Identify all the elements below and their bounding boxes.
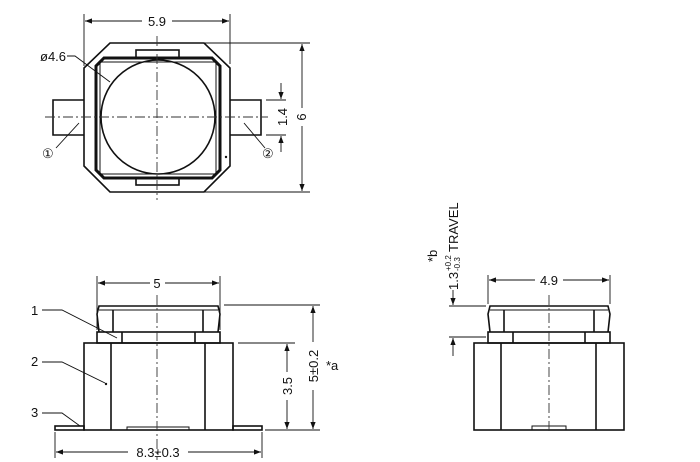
- travel-tol-minus: -0.3: [453, 257, 462, 271]
- dim-body-height: 3.5: [280, 377, 295, 395]
- terminal-2-label: ②: [262, 146, 274, 161]
- travel-dimension: 1.3 +0.2 -0.3 TRAVEL: [444, 202, 462, 290]
- front-view: 5 8.3±0.3 3.5 5±0.2 *a 1 2 3: [31, 276, 339, 460]
- dim-width-5-9: 5.9: [148, 14, 166, 29]
- travel-label: TRAVEL: [446, 202, 461, 252]
- terminal-1-label: ①: [42, 146, 54, 161]
- housing-body: [83, 342, 234, 431]
- note-a: *a: [326, 358, 339, 373]
- part-label-1: 1: [31, 303, 38, 318]
- top-view: 5.9 6 1.4 ø4.6 ① ②: [40, 14, 310, 200]
- inner-frame: [94, 56, 222, 180]
- side-view: 4.9 1.3 +0.2 -0.3 TRAVEL *b: [425, 202, 625, 432]
- dim-height-6: 6: [294, 113, 309, 120]
- top-tab: [135, 49, 180, 59]
- part-label-3: 3: [31, 405, 38, 420]
- terminal-left: [54, 425, 85, 431]
- dim-cap-width-5: 5: [153, 276, 160, 291]
- note-b: *b: [425, 250, 440, 262]
- cap-base: [96, 331, 221, 344]
- terminal-right: [230, 99, 262, 136]
- dim-overall-height: 5±0.2: [306, 350, 321, 382]
- dim-terminal-1-4: 1.4: [275, 108, 290, 126]
- travel-tol-plus: +0.2: [444, 255, 453, 271]
- part-label-2: 2: [31, 354, 38, 369]
- dim-diameter: ø4.6: [40, 49, 66, 64]
- actuator-cap: [487, 305, 611, 333]
- travel-value: 1.3: [446, 272, 461, 290]
- terminal-left: [52, 99, 84, 136]
- terminal-right: [232, 425, 263, 431]
- dim-overall-width: 8.3±0.3: [136, 445, 179, 460]
- bottom-tab: [135, 177, 180, 186]
- dim-cap-width-4-9: 4.9: [540, 273, 558, 288]
